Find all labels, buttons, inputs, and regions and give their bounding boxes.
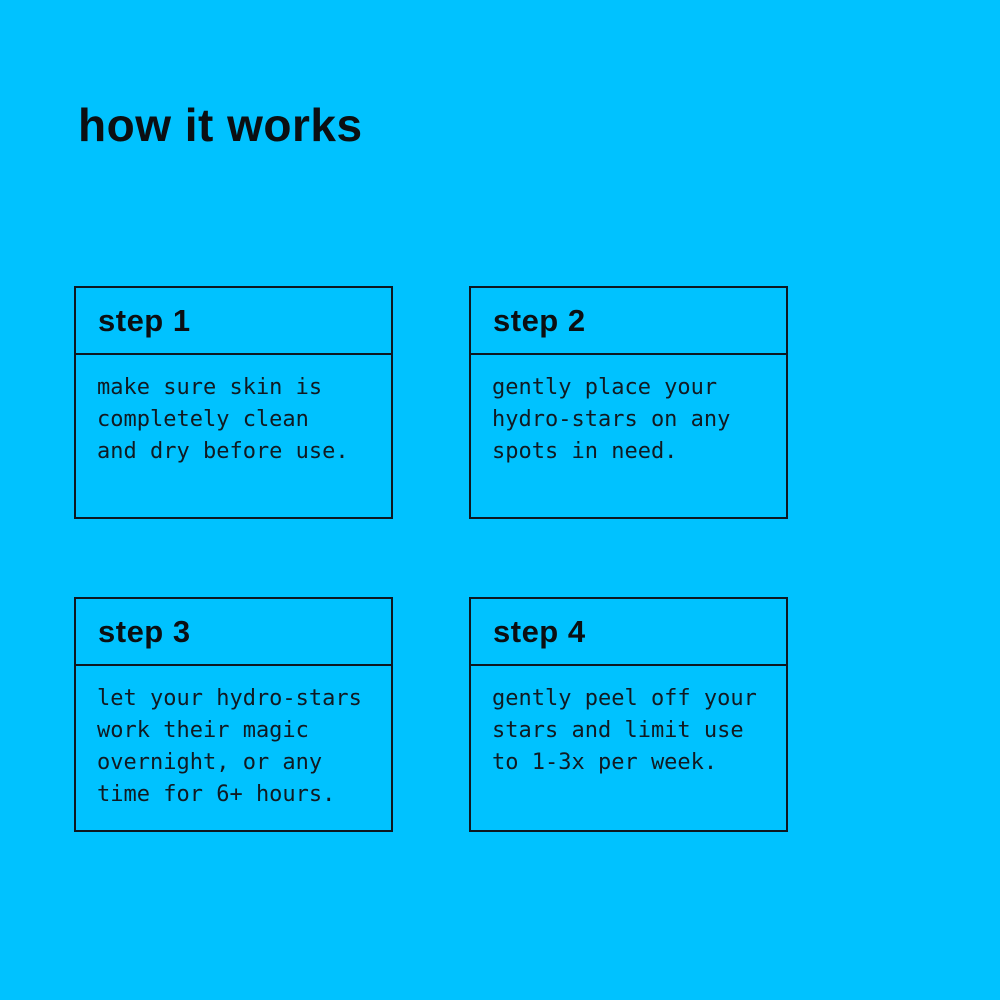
step-3-label: step 3 [76, 599, 391, 666]
step-4-label: step 4 [471, 599, 786, 666]
step-card-2: step 2 gently place your hydro-stars on … [469, 286, 788, 519]
step-card-1: step 1 make sure skin is completely clea… [74, 286, 393, 519]
step-2-label: step 2 [471, 288, 786, 355]
step-4-description: gently peel off your stars and limit use… [492, 686, 757, 775]
page-title: how it works [78, 99, 363, 151]
step-3-description: let your hydro-stars work their magic ov… [97, 686, 362, 807]
step-card-4: step 4 gently peel off your stars and li… [469, 597, 788, 832]
step-1-description: make sure skin is completely clean and d… [97, 375, 349, 464]
step-2-description: gently place your hydro-stars on any spo… [492, 375, 731, 464]
step-card-3: step 3 let your hydro-stars work their m… [74, 597, 393, 832]
step-1-label: step 1 [76, 288, 391, 355]
